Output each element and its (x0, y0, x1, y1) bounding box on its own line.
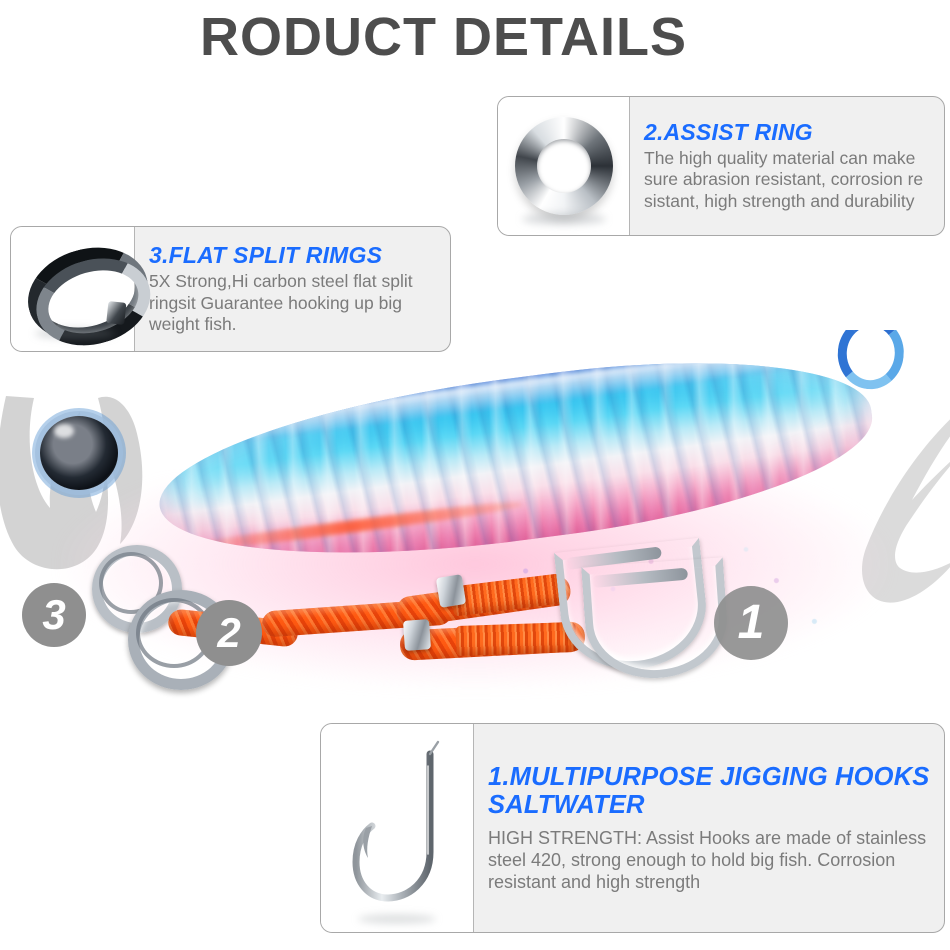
feature-panel-hooks: 1.MULTIPURPOSE JIGGING HOOKS SALTWATER H… (320, 723, 945, 933)
feature-panel-assist-ring: 2.ASSIST RING The high quality material … (497, 96, 945, 236)
split-ring-thumbnail (11, 227, 161, 351)
assist-ring-title: 2.ASSIST RING (644, 119, 813, 146)
cord-crimp (435, 574, 467, 608)
split-rings-description: 5X Strong,Hi carbon steel flat split rin… (149, 271, 413, 335)
hook-thumbnail (321, 724, 474, 932)
cord-wrap (455, 621, 577, 657)
assist-ring-description: The high quality material can make sure … (644, 147, 924, 211)
callout-badge-2: 2 (196, 600, 262, 666)
split-rings-title: 3.FLAT SPLIT RIMGS (149, 241, 383, 268)
fishing-hook-icon (338, 740, 456, 916)
hooks-description: HIGH STRENGTH: Assist Hooks are made of … (488, 827, 927, 892)
page-title: RODUCT DETAILS (200, 7, 687, 67)
lure-eye-icon (40, 416, 118, 490)
assist-ring-thumbnail (498, 97, 630, 235)
callout-badge-1: 1 (714, 586, 788, 660)
callout-badge-3: 3 (22, 583, 86, 647)
hooks-title: 1.MULTIPURPOSE JIGGING HOOKS SALTWATER (488, 762, 930, 820)
flat-split-ring-icon (15, 233, 161, 351)
cord-crimp (402, 619, 432, 651)
solid-ring-icon (514, 117, 613, 215)
feature-panel-split-rings: 3.FLAT SPLIT RIMGS 5X Strong,Hi carbon s… (10, 226, 451, 352)
